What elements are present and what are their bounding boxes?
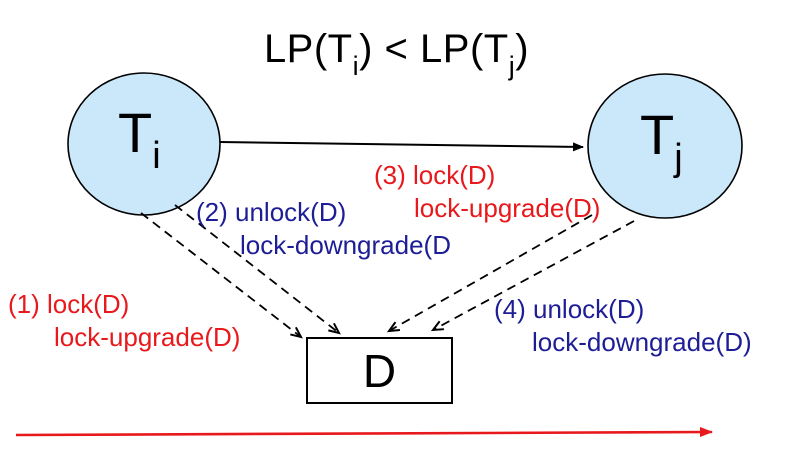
tj-unlock-dashed-arrow: [430, 220, 635, 332]
step2-action: (2) unlock(D): [196, 197, 347, 227]
annotation-step1: (1) lock(D) lock-upgrade(D): [8, 288, 240, 354]
data-item-box: [306, 337, 453, 404]
tj-subscript: j: [674, 137, 683, 179]
step1-action-alt: lock-upgrade(D): [54, 322, 241, 352]
title-text: ) < LP(T: [359, 27, 509, 71]
title-text: ): [515, 27, 530, 71]
ti-unlock-dashed-arrow: [174, 204, 341, 335]
timeline-arrow: [15, 427, 713, 438]
ti-lock-dashed-arrow: [140, 212, 303, 339]
title-text: LP(T: [263, 27, 353, 71]
title-subscript-j: j: [508, 51, 516, 81]
ti-to-tj-arrow: [219, 141, 584, 152]
tj-letter: T: [640, 103, 675, 166]
step1-action: (1) lock(D): [8, 289, 130, 319]
step4-action-alt: lock-downgrade(D): [532, 327, 752, 357]
step2-action-alt: lock-downgrade(D: [240, 230, 451, 260]
step4-action: (4) unlock(D): [494, 294, 645, 324]
transaction-ti-label: Ti: [118, 100, 161, 177]
annotation-step4: (4) unlock(D) lock-downgrade(D): [494, 293, 752, 359]
step3-action: (3) lock(D): [374, 160, 496, 190]
ti-letter: T: [118, 101, 153, 164]
annotation-step3: (3) lock(D) lock-upgrade(D): [374, 159, 600, 225]
tj-lock-dashed-arrow: [386, 214, 593, 333]
transaction-tj-label: Tj: [640, 102, 683, 179]
annotation-step2: (2) unlock(D) lock-downgrade(D: [196, 196, 451, 262]
data-item-label: D: [362, 344, 397, 397]
ti-subscript: i: [152, 135, 161, 177]
diagram-title: LP(Ti) < LP(Tj): [0, 27, 793, 81]
transaction-tj-node: [587, 73, 743, 219]
step3-action-alt: lock-upgrade(D): [414, 193, 601, 223]
title-subscript-i: i: [352, 51, 360, 81]
